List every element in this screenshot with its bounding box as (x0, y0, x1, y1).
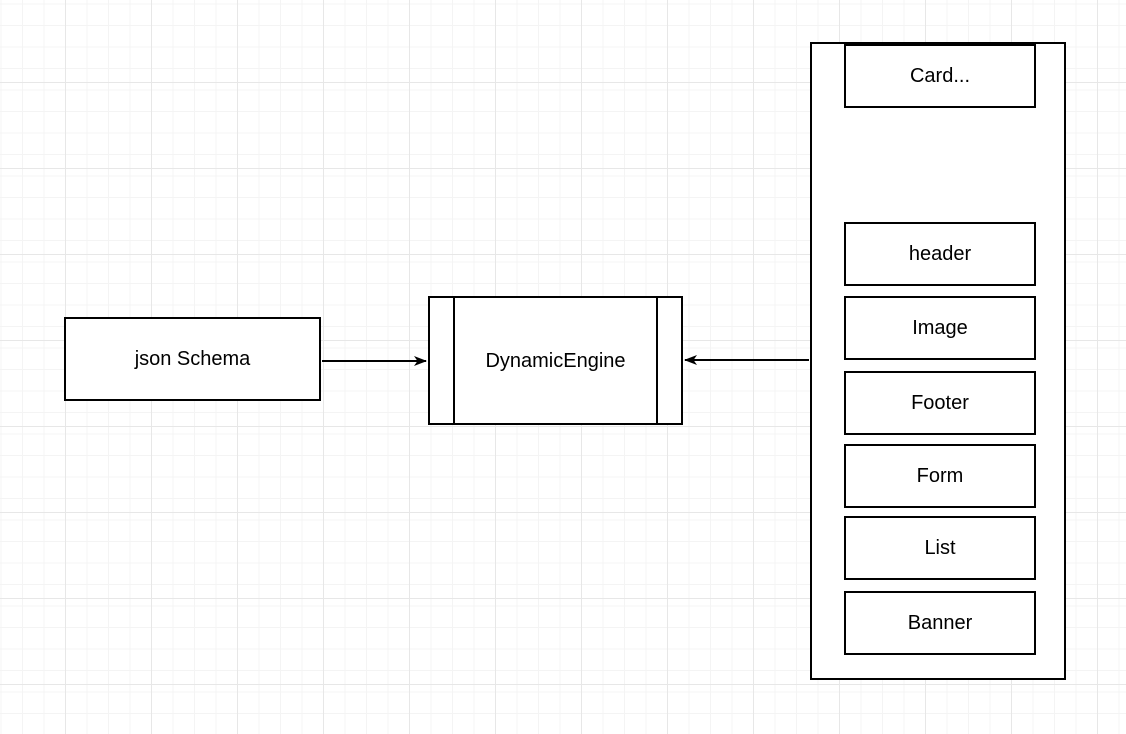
material-item-image: Image (844, 296, 1036, 360)
process-side-bar-right (656, 298, 658, 423)
node-dynamic-engine-label: DynamicEngine (485, 349, 626, 372)
material-item-list: List (844, 516, 1036, 580)
node-json-schema-label: json Schema (134, 348, 251, 370)
node-dynamic-engine: DynamicEngine (428, 296, 683, 425)
material-item-footer: Footer (844, 371, 1036, 435)
node-material-center: 组件物料中心 header Image Footer Form List Ban… (810, 42, 1066, 680)
node-json-schema: json Schema (64, 317, 321, 401)
material-item-header: header (844, 222, 1036, 286)
material-item-form: Form (844, 444, 1036, 508)
material-item-banner: Banner (844, 591, 1036, 655)
material-item-card: Card... (844, 44, 1036, 108)
process-side-bar-left (453, 298, 455, 423)
